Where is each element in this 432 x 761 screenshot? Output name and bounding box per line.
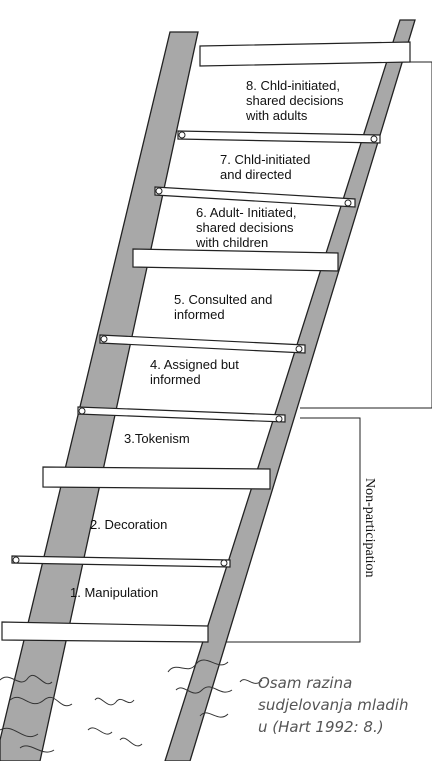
rung-7 [11, 555, 231, 568]
rung-label-1: 1. Manipulation [70, 585, 159, 600]
ground-sketch [0, 659, 263, 753]
rung-2 [154, 186, 356, 208]
rung-5 [77, 406, 286, 423]
non-participation-bracket [205, 417, 361, 643]
rung-1 [177, 130, 381, 144]
rung-4 [99, 334, 306, 354]
rung-6 [42, 466, 271, 490]
rope-knots [12, 131, 378, 567]
caption-line-1: Osam razina [258, 674, 353, 692]
rung-3 [132, 248, 339, 272]
caption-line-2: sudjelovanja mladih [258, 696, 409, 714]
rung-label-8: 8. Chld-initiated, shared decisions with… [246, 78, 344, 123]
participation-bracket [300, 61, 432, 409]
rung-label-6: 6. Adult- Initiated, shared decisions wi… [196, 205, 297, 250]
ladder-left-rail [0, 31, 199, 761]
caption-line-3: u (Hart 1992: 8.) [258, 718, 384, 736]
rung-label-5: 5. Consulted and informed [174, 292, 273, 322]
rung-label-3: 3.Tokenism [124, 431, 190, 446]
rung-top-board [199, 41, 411, 67]
rung-bottom-board [1, 621, 209, 643]
rung-label-2: 2. Decoration [90, 517, 168, 532]
rung-label-4: 4. Assigned but informed [150, 357, 239, 387]
figure-caption: Osam razina sudjelovanja mladih u (Hart … [258, 672, 432, 738]
ladder-rungs [1, 41, 411, 643]
non-participation-label: Non-participation [362, 478, 377, 578]
rung-label-7: 7. Chld-initiated and directed [220, 152, 311, 182]
